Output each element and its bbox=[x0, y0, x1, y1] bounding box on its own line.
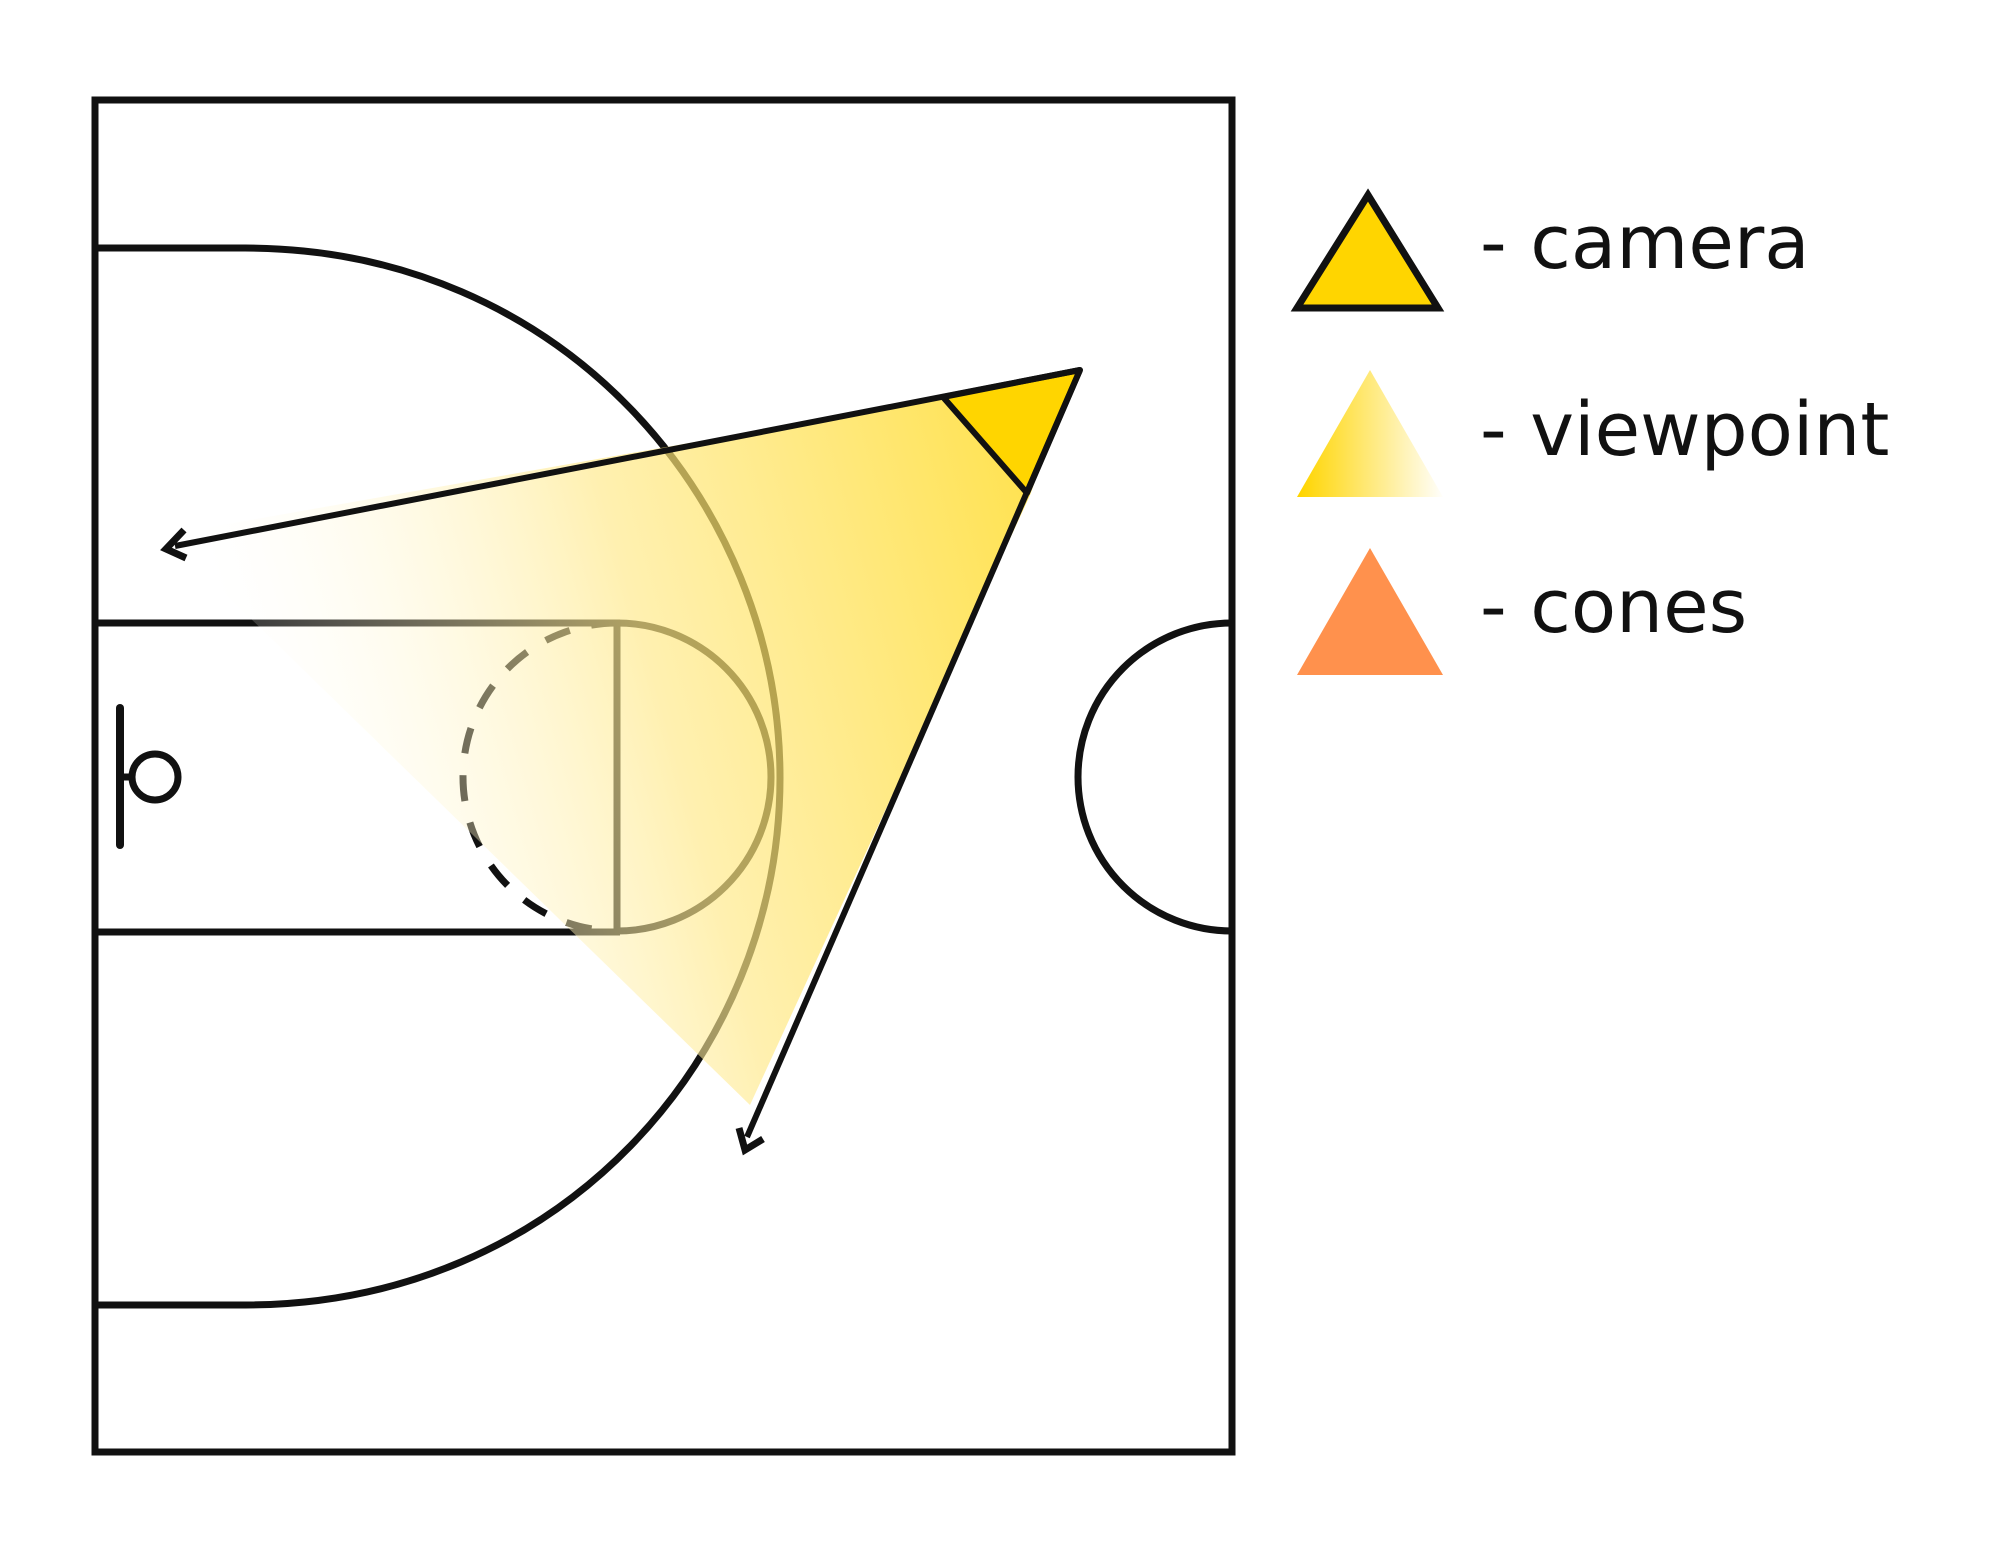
legend-cones-label: - cones bbox=[1480, 564, 1747, 650]
view-arrow-down bbox=[744, 368, 1083, 1139]
legend: - camera - viewpoint - cones bbox=[1290, 188, 1889, 675]
hoop bbox=[128, 750, 182, 804]
viewpoint-area bbox=[165, 372, 1075, 1105]
view-arrow-left bbox=[174, 367, 1081, 549]
view-arrow-down-head bbox=[735, 1127, 765, 1156]
view-arrow-left-head bbox=[160, 527, 188, 562]
legend-camera-label: - camera bbox=[1480, 200, 1810, 286]
legend-viewpoint-label: - viewpoint bbox=[1480, 387, 1889, 473]
legend-viewpoint-icon bbox=[1297, 370, 1443, 497]
legend-cones-icon bbox=[1297, 548, 1443, 675]
center-circle bbox=[1074, 619, 1233, 935]
court-boundary bbox=[91, 96, 1236, 1456]
legend-camera-icon bbox=[1290, 188, 1445, 312]
